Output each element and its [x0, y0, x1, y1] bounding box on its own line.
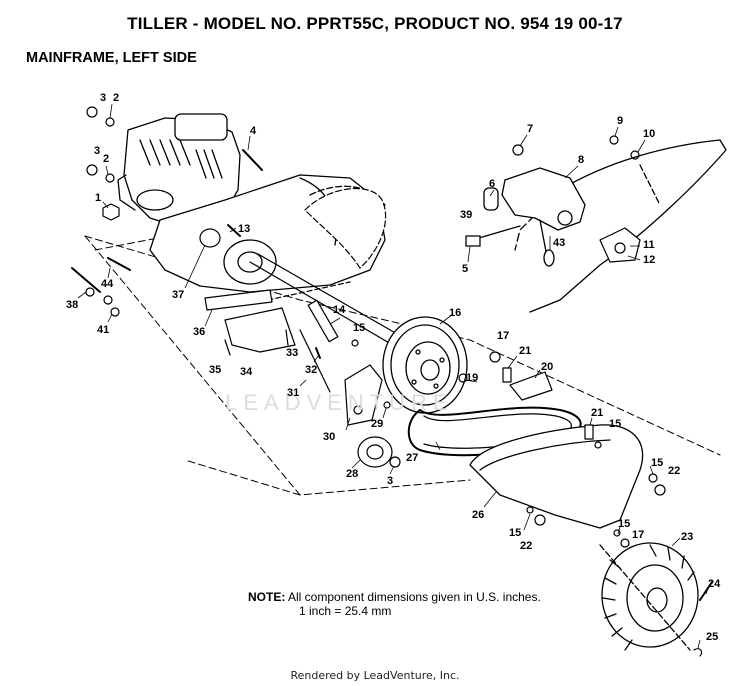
callout-33: 33: [286, 347, 298, 359]
callout-16: 16: [449, 307, 461, 319]
lever-bracket: [599, 227, 641, 263]
callout-labels: 3 2 3 2 4 1 13 44 37 38 41 36 14 15 33 3…: [66, 92, 721, 643]
note-line-2: 1 inch = 25.4 mm: [299, 604, 392, 618]
callout-43: 43: [553, 237, 565, 249]
engine: [117, 113, 241, 227]
callout-3c: 3: [387, 475, 393, 487]
callout-37: 37: [172, 289, 184, 301]
callout-25: 25: [706, 631, 718, 643]
callout-21b: 21: [591, 407, 603, 419]
callout-19: 19: [466, 372, 478, 384]
callout-31: 31: [287, 387, 299, 399]
callout-14: 14: [333, 304, 346, 316]
callout-10: 10: [643, 128, 655, 140]
callout-39: 39: [460, 209, 472, 221]
watermark: LEADVENTURE: [225, 390, 454, 415]
callout-41: 41: [97, 324, 109, 336]
handle-bar: [514, 139, 727, 313]
callout-35: 35: [209, 364, 221, 376]
callout-30: 30: [323, 431, 335, 443]
callout-11: 11: [643, 239, 655, 251]
idler-bracket: [344, 364, 383, 426]
callout-15d: 15: [509, 527, 521, 539]
callout-15c: 15: [651, 457, 663, 469]
callout-21a: 21: [519, 345, 531, 357]
note-line-1: All component dimensions given in U.S. i…: [288, 590, 541, 604]
idler-pulley: [357, 436, 393, 468]
callout-27: 27: [406, 452, 418, 464]
callout-13: 13: [238, 223, 250, 235]
callout-3b: 3: [94, 145, 100, 157]
belt-guide: [509, 371, 553, 401]
callout-8: 8: [578, 154, 584, 166]
page-subtitle: MAINFRAME, LEFT SIDE: [26, 50, 197, 66]
callout-15a: 15: [353, 322, 365, 334]
callout-17b: 17: [632, 529, 644, 541]
callout-24: 24: [708, 578, 721, 590]
callout-12: 12: [643, 254, 655, 266]
leader-lines: [77, 103, 709, 649]
footer-credit: Rendered by LeadVenture, Inc.: [290, 669, 460, 682]
callout-28: 28: [346, 468, 358, 480]
callout-15e: 15: [618, 518, 630, 530]
hardware: [71, 106, 713, 657]
callout-44: 44: [101, 278, 114, 290]
skid-bracket: [204, 289, 296, 356]
callout-32: 32: [305, 364, 317, 376]
callout-20: 20: [541, 361, 553, 373]
callout-5: 5: [462, 263, 468, 275]
callout-3a: 3: [100, 92, 106, 104]
wheel: [599, 542, 699, 651]
callout-15b: 15: [609, 418, 621, 430]
dimensions-note: NOTE: All component dimensions given in …: [248, 590, 541, 618]
belt-cover: [469, 424, 644, 529]
callout-4: 4: [250, 125, 257, 137]
callout-34: 34: [240, 366, 253, 378]
callout-22b: 22: [520, 540, 532, 552]
callout-23: 23: [681, 531, 693, 543]
callout-26: 26: [472, 509, 484, 521]
callout-2b: 2: [103, 153, 109, 165]
callout-36: 36: [193, 326, 205, 338]
depth-bracket: [465, 167, 586, 267]
callout-17a: 17: [497, 330, 509, 342]
callout-2a: 2: [113, 92, 119, 104]
note-heading: NOTE:: [248, 590, 286, 604]
callout-7: 7: [527, 123, 533, 135]
callout-38: 38: [66, 299, 78, 311]
callout-1: 1: [95, 192, 101, 204]
tine-shield: [304, 187, 387, 269]
callout-9: 9: [617, 115, 623, 127]
callout-29: 29: [371, 418, 383, 430]
page-title: TILLER - MODEL NO. PPRT55C, PRODUCT NO. …: [127, 14, 623, 33]
callout-6: 6: [489, 178, 495, 190]
large-pulley: [382, 316, 468, 414]
callout-22a: 22: [668, 465, 680, 477]
